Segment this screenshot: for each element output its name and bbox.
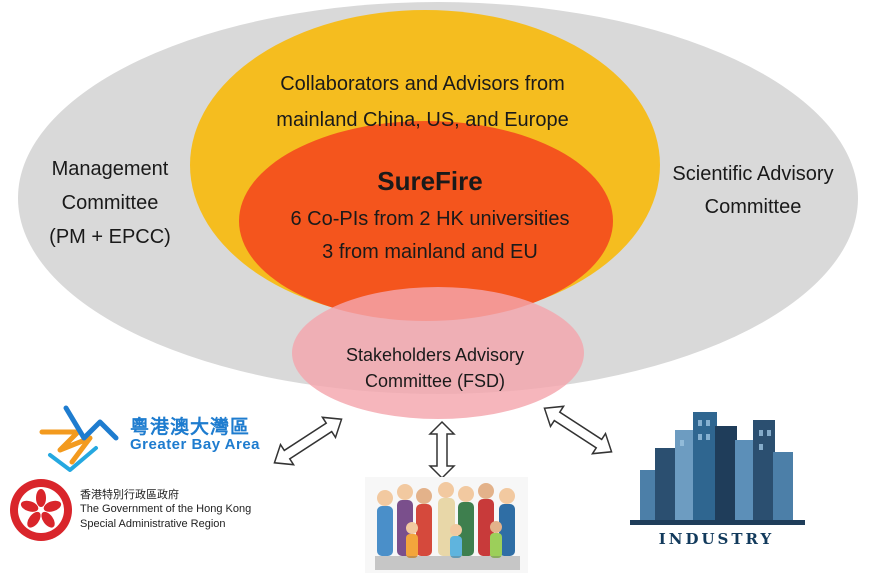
gba-english-text: Greater Bay Area bbox=[130, 436, 261, 453]
core-ellipse bbox=[239, 121, 613, 321]
scientific-advisory-label: Scientific Advisory Committee bbox=[648, 158, 858, 224]
hk-gov-english-line-2: Special Administrative Region bbox=[80, 518, 226, 530]
management-line-2: Committee bbox=[61, 192, 159, 214]
scientific-line-2: Committee bbox=[704, 196, 802, 218]
core-line-1: 6 Co-PIs from 2 HK universities bbox=[290, 208, 570, 230]
double-arrow-left bbox=[273, 416, 343, 466]
scientific-line-1: Scientific Advisory bbox=[672, 163, 834, 185]
double-arrow-center bbox=[428, 420, 456, 480]
collaborators-line-2: mainland China, US, and Europe bbox=[276, 109, 569, 131]
hk-gov-english-text: The Government of the Hong Kong Special … bbox=[80, 502, 251, 532]
collaborators-line-1: Collaborators and Advisors from bbox=[280, 73, 565, 95]
collaborators-label: Collaborators and Advisors from mainland… bbox=[225, 66, 620, 138]
double-arrow-right bbox=[543, 405, 613, 455]
stakeholders-line-2: Committee (FSD) bbox=[364, 371, 505, 391]
gba-chinese-text: 粵港澳大灣區 bbox=[130, 417, 251, 438]
stakeholders-line-1: Stakeholders Advisory bbox=[345, 345, 525, 365]
management-line-1: Management bbox=[51, 158, 169, 180]
stakeholders-ellipse bbox=[292, 287, 584, 419]
hk-gov-chinese-text: 香港特別行政區政府 bbox=[80, 489, 179, 501]
management-line-3: (PM + EPCC) bbox=[49, 226, 171, 248]
industry-label: INDUSTRY bbox=[658, 530, 775, 548]
industry-skyline-icon bbox=[630, 412, 805, 525]
core-line-2: 3 from mainland and EU bbox=[322, 241, 538, 263]
management-committee-label: Management Committee (PM + EPCC) bbox=[20, 152, 200, 254]
gba-logo-icon bbox=[39, 405, 119, 472]
family-illustration bbox=[365, 477, 528, 573]
hk-gov-english-line-1: The Government of the Hong Kong bbox=[80, 503, 252, 515]
core-title: SureFire bbox=[377, 166, 483, 196]
hk-emblem-icon bbox=[10, 479, 72, 541]
stakeholders-label: Stakeholders Advisory Committee (FSD) bbox=[300, 342, 570, 394]
